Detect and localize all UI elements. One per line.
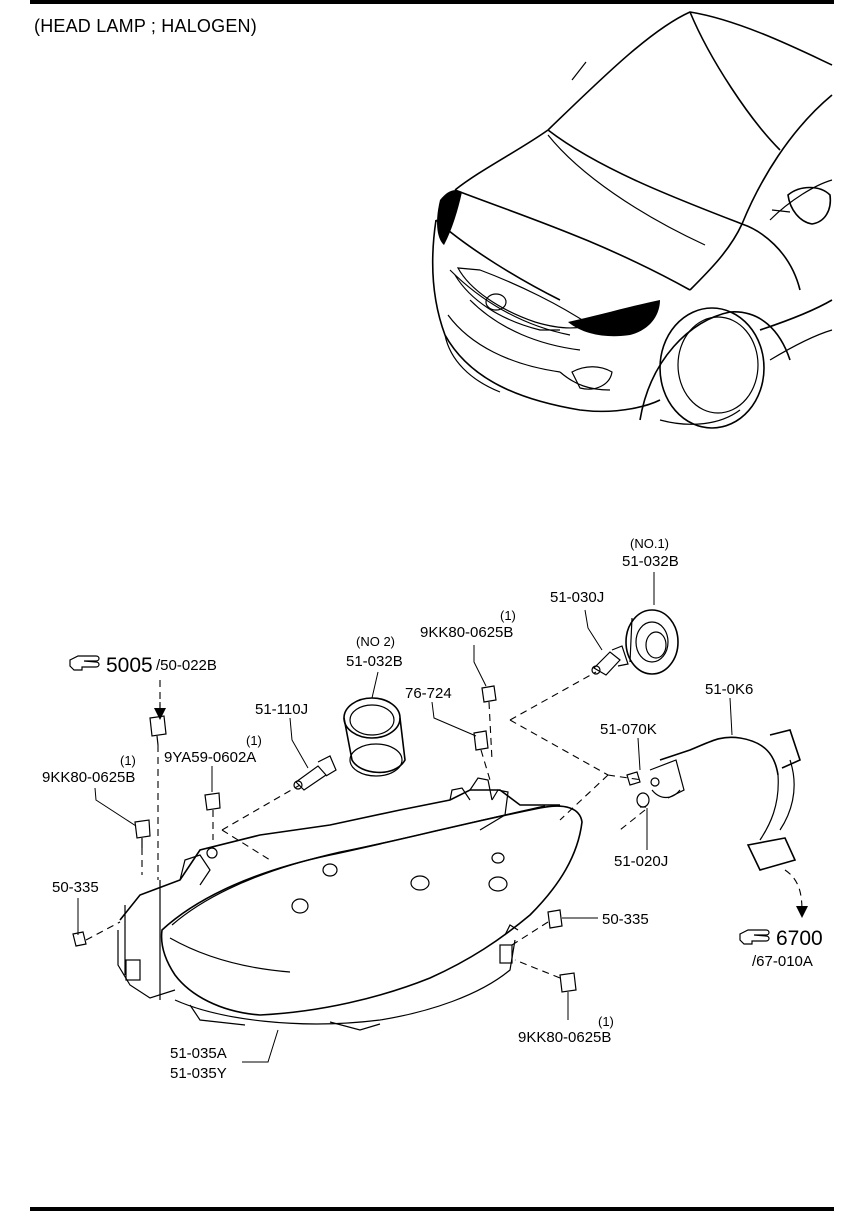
page-title: (HEAD LAMP ; HALOGEN) xyxy=(34,16,257,36)
label-bulb-no1-part: 51-032B xyxy=(622,553,679,570)
label-screw-9ya59-part: 9YA59-0602A xyxy=(164,749,256,766)
bulb-no1-ring xyxy=(625,609,679,675)
label-bolt-bottom-qty: (1) xyxy=(598,1014,614,1029)
label-bolt-left-qty: (1) xyxy=(120,753,136,768)
label-bolt-top-qty: (1) xyxy=(500,608,516,623)
label-bulb-no1-qualifier: (NO.1) xyxy=(630,536,669,551)
label-bulb-no2-part: 51-032B xyxy=(346,653,403,670)
label-ref-5005-num: 5005 xyxy=(106,654,153,677)
label-ref-6700-num: 6700 xyxy=(776,927,823,950)
label-socket-51-070K: 51-070K xyxy=(600,721,657,738)
harness-51-0K6-drawing xyxy=(649,729,801,871)
label-nut-left: 50-335 xyxy=(52,879,99,896)
label-lamp-assy-y: 51-035Y xyxy=(170,1065,227,1082)
label-ref-6700-sub: /67-010A xyxy=(752,953,813,970)
car-illustration xyxy=(431,11,833,429)
label-clip-76-724: 76-724 xyxy=(405,685,452,702)
label-lamp-assy-a: 51-035A xyxy=(170,1045,227,1062)
leader-lines xyxy=(77,572,733,1063)
socket-51-070K-drawing xyxy=(626,771,641,786)
bulb-no2-ring xyxy=(343,697,406,777)
label-harness-51-0K6: 51-0K6 xyxy=(705,681,753,698)
label-bulb-51-030J: 51-030J xyxy=(550,589,604,606)
bulb-51-030J-drawing xyxy=(591,645,629,676)
label-bolt-left-part: 9KK80-0625B xyxy=(42,769,135,786)
fasteners xyxy=(72,685,577,993)
label-bulb-no2-qualifier: (NO 2) xyxy=(356,634,395,649)
headlamp-housing xyxy=(117,777,583,1031)
bulb-51-110J-drawing xyxy=(293,755,337,791)
label-bulb-51-110J: 51-110J xyxy=(255,701,308,718)
label-nut-right: 50-335 xyxy=(602,911,649,928)
hand-pointer-icon xyxy=(69,655,100,671)
hand-pointer-icon xyxy=(739,929,770,945)
label-ref-5005-sub: /50-022B xyxy=(156,657,217,674)
bulb-51-020J-drawing xyxy=(636,792,650,808)
label-screw-9ya59-qty: (1) xyxy=(246,733,262,748)
bottom-frame-line xyxy=(30,1207,834,1211)
label-bulb-51-020J: 51-020J xyxy=(614,853,668,870)
label-bolt-top-part: 9KK80-0625B xyxy=(420,624,513,641)
label-bolt-bottom-part: 9KK80-0625B xyxy=(518,1029,611,1046)
top-frame-line xyxy=(30,0,834,4)
assembly-guides xyxy=(154,671,808,918)
